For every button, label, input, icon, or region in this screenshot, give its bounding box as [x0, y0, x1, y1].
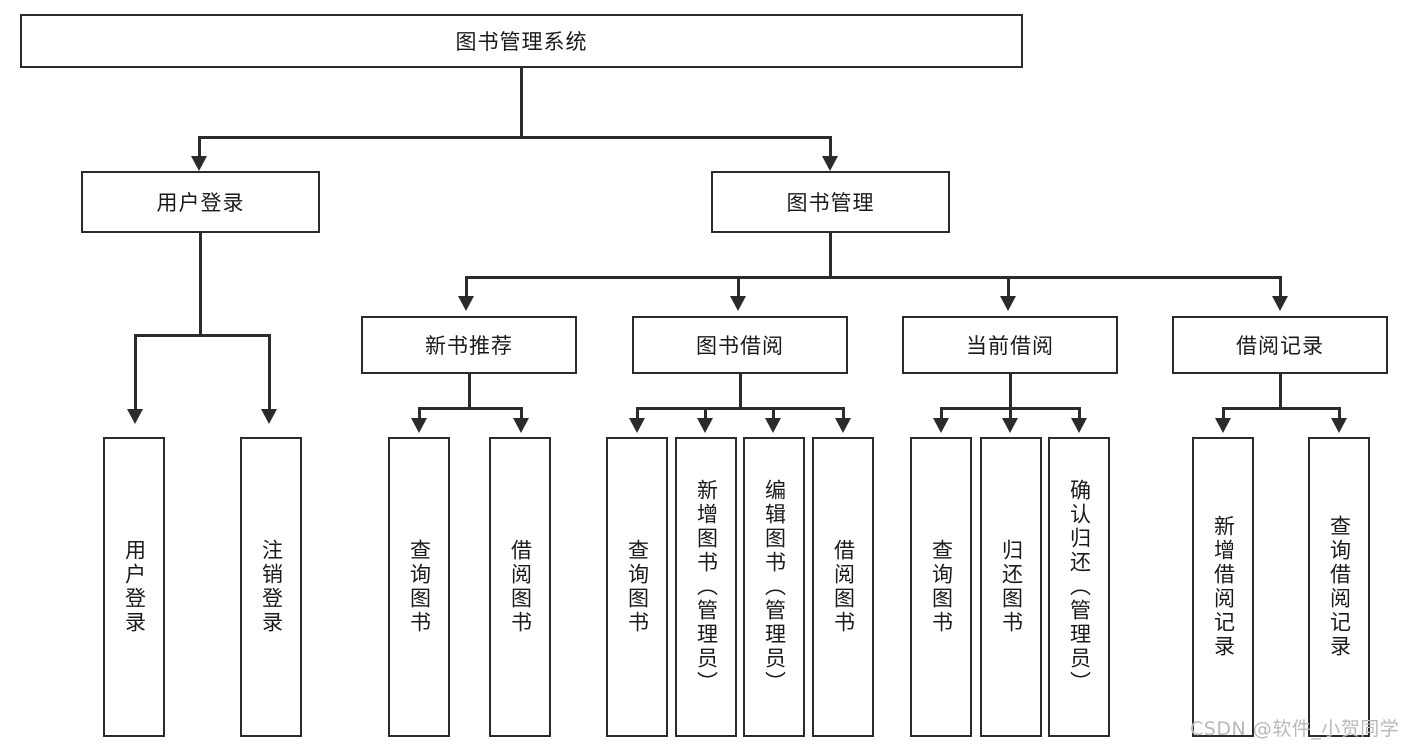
- edge-root-to-book-management: [829, 136, 832, 162]
- edge-br-to-leaf-2: [1338, 407, 1341, 423]
- edge-new-book-bus: [418, 407, 523, 410]
- edge-user-login-to-leaf-1: [134, 334, 137, 415]
- arrowhead-br-to-leaf-2: [1331, 418, 1347, 433]
- edge-user-login-to-leaf-2: [268, 334, 271, 415]
- arrowhead-cb-to-leaf-3: [1071, 418, 1087, 433]
- leaf-query-book-3[interactable]: 查询图书: [910, 437, 972, 737]
- edge-bm-to-borrow-record: [1279, 276, 1282, 300]
- edge-nb-to-leaf-2: [520, 407, 523, 423]
- edge-book-borrow-stem: [739, 374, 742, 410]
- edge-cb-to-leaf-2: [1009, 407, 1012, 423]
- leaf-add-book-admin[interactable]: 新增图书（管理员）: [675, 437, 737, 737]
- edge-nb-to-leaf-1: [418, 407, 421, 423]
- edge-book-management-stem: [829, 233, 832, 278]
- edge-cb-to-leaf-1: [940, 407, 943, 423]
- arrowhead-bm-to-borrow-record: [1272, 296, 1288, 311]
- edge-br-to-leaf-1: [1222, 407, 1225, 423]
- edge-bb-to-leaf-4: [842, 407, 845, 423]
- leaf-label: 新增借阅记录: [1211, 515, 1236, 659]
- edge-book-borrow-bus: [636, 407, 845, 410]
- edge-bm-to-current-borrow: [1007, 276, 1010, 300]
- leaf-edit-book-admin[interactable]: 编辑图书（管理员）: [743, 437, 805, 737]
- edge-root-stem: [520, 68, 523, 136]
- node-root-book-management-system[interactable]: 图书管理系统: [20, 14, 1023, 68]
- edge-user-login-stem: [199, 233, 202, 334]
- leaf-label: 用户登录: [122, 539, 147, 635]
- node-book-borrow[interactable]: 图书借阅: [632, 316, 848, 374]
- edge-current-borrow-stem: [1009, 374, 1012, 410]
- edge-bm-to-new-book: [465, 276, 468, 300]
- edge-new-book-stem: [468, 374, 471, 410]
- arrowhead-root-to-book-management: [822, 156, 838, 171]
- node-new-book-recommend[interactable]: 新书推荐: [361, 316, 577, 374]
- edge-root-to-user-login: [198, 136, 201, 162]
- arrowhead-root-to-user-login: [191, 156, 207, 171]
- arrowhead-bb-to-leaf-3: [765, 418, 781, 433]
- node-user-login[interactable]: 用户登录: [81, 171, 320, 233]
- edge-borrow-record-stem: [1279, 374, 1282, 410]
- edge-user-login-bus: [134, 334, 271, 337]
- arrowhead-bb-to-leaf-4: [835, 418, 851, 433]
- edge-cb-to-leaf-3: [1078, 407, 1081, 423]
- leaf-query-book-1[interactable]: 查询图书: [388, 437, 450, 737]
- leaf-label: 确认归还（管理员）: [1067, 479, 1092, 695]
- node-borrow-record[interactable]: 借阅记录: [1172, 316, 1388, 374]
- leaf-label: 查询图书: [929, 539, 954, 635]
- leaf-label: 编辑图书（管理员）: [762, 479, 787, 695]
- leaf-label: 查询图书: [625, 539, 650, 635]
- leaf-label: 查询图书: [407, 539, 432, 635]
- leaf-user-login[interactable]: 用户登录: [103, 437, 165, 737]
- edge-bb-to-leaf-3: [772, 407, 775, 423]
- arrowhead-bb-to-leaf-1: [629, 418, 645, 433]
- arrowhead-nb-to-leaf-2: [513, 418, 529, 433]
- edge-root-bus: [198, 136, 832, 139]
- arrowhead-bb-to-leaf-2: [697, 418, 713, 433]
- leaf-label: 借阅图书: [831, 539, 856, 635]
- csdn-watermark: CSDN @软件_小贺同学: [1190, 718, 1400, 740]
- leaf-query-book-2[interactable]: 查询图书: [606, 437, 668, 737]
- leaf-label: 注销登录: [259, 539, 284, 635]
- arrowhead-bm-to-new-book: [458, 296, 474, 311]
- arrowhead-bm-to-current-borrow: [1000, 296, 1016, 311]
- arrowhead-user-login-to-leaf-1: [127, 409, 143, 424]
- node-book-management[interactable]: 图书管理: [711, 171, 950, 233]
- arrowhead-cb-to-leaf-1: [933, 418, 949, 433]
- arrowhead-nb-to-leaf-1: [411, 418, 427, 433]
- edge-bb-to-leaf-1: [636, 407, 639, 423]
- leaf-confirm-return-admin[interactable]: 确认归还（管理员）: [1048, 437, 1110, 737]
- edge-borrow-record-bus: [1222, 407, 1341, 410]
- leaf-logout-login[interactable]: 注销登录: [240, 437, 302, 737]
- edge-bm-to-book-borrow: [737, 276, 740, 300]
- arrowhead-br-to-leaf-1: [1215, 418, 1231, 433]
- arrowhead-cb-to-leaf-2: [1002, 418, 1018, 433]
- node-current-borrow[interactable]: 当前借阅: [902, 316, 1118, 374]
- arrowhead-bm-to-book-borrow: [730, 296, 746, 311]
- edge-book-management-bus: [465, 276, 1279, 279]
- leaf-borrow-book-2[interactable]: 借阅图书: [812, 437, 874, 737]
- leaf-borrow-book-1[interactable]: 借阅图书: [489, 437, 551, 737]
- leaf-label: 查询借阅记录: [1327, 515, 1352, 659]
- leaf-query-borrow-record[interactable]: 查询借阅记录: [1308, 437, 1370, 737]
- leaf-add-borrow-record[interactable]: 新增借阅记录: [1192, 437, 1254, 737]
- leaf-label: 新增图书（管理员）: [694, 479, 719, 695]
- leaf-label: 借阅图书: [508, 539, 533, 635]
- arrowhead-user-login-to-leaf-2: [261, 409, 277, 424]
- leaf-return-book[interactable]: 归还图书: [980, 437, 1042, 737]
- leaf-label: 归还图书: [999, 539, 1024, 635]
- edge-bb-to-leaf-2: [704, 407, 707, 423]
